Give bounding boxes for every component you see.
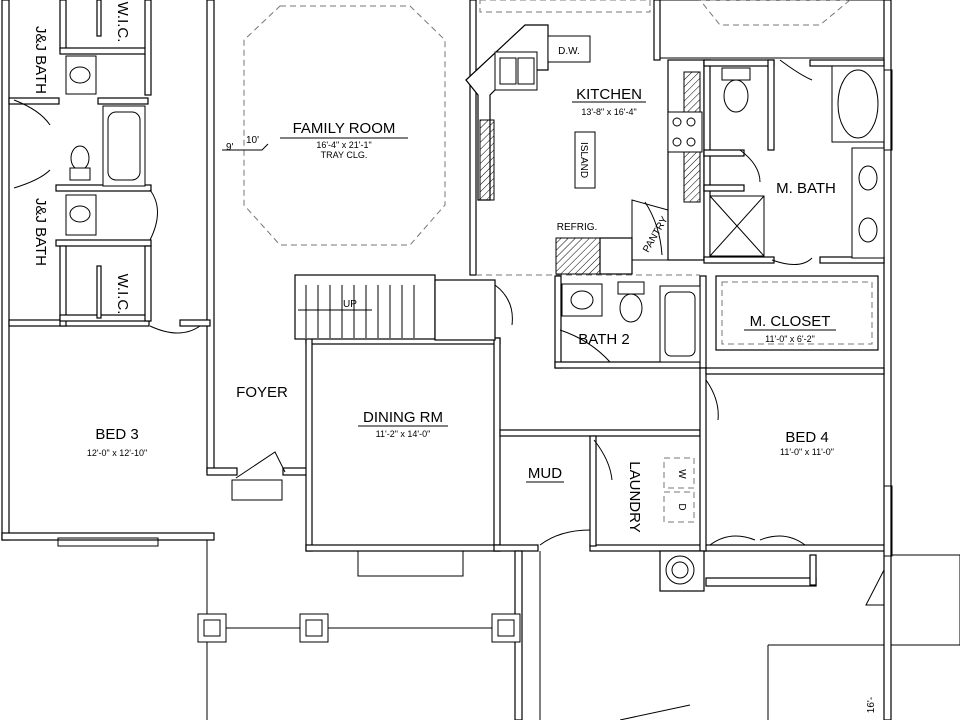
- family-room-dim: 16'-4" x 21'-1": [316, 140, 371, 150]
- dryer-label: D: [676, 503, 687, 510]
- bed-4-dim: 11'-0" x 11'-0": [780, 447, 834, 457]
- mud-laundry-bed4: [499, 69, 893, 592]
- master-suite: [653, 0, 885, 351]
- garage: [619, 554, 960, 720]
- island: [574, 131, 596, 189]
- front-porch: [197, 451, 541, 720]
- wic-bottom-label: W.I.C.: [114, 274, 131, 315]
- foyer-label: FOYER: [236, 384, 288, 401]
- refrigerator-label: REFRIG.: [557, 222, 598, 233]
- dining-room-label: DINING RM: [363, 409, 443, 426]
- laundry-label: LAUNDRY: [626, 461, 643, 532]
- dishwasher: [547, 35, 591, 63]
- ceiling-height-9: 9': [226, 142, 234, 153]
- island-label: ISLAND: [578, 142, 589, 178]
- bed-3-label: BED 3: [95, 426, 138, 443]
- bath-2-area: [554, 275, 707, 369]
- kitchen-label: KITCHEN: [576, 86, 642, 103]
- dining-room-dim: 11'-2" x 14'-0": [376, 429, 431, 439]
- tray-ceiling-outline: [243, 5, 446, 246]
- jj-bath-top-label: J&J BATH: [32, 26, 49, 94]
- family-room-label: FAMILY ROOM: [293, 120, 396, 137]
- dishwasher-label: D.W.: [558, 46, 580, 57]
- master-closet-label: M. CLOSET: [750, 313, 831, 330]
- washer-label: W: [676, 469, 687, 479]
- labels: FAMILY ROOM 16'-4" x 21'-1" TRAY CLG. 9'…: [32, 2, 877, 714]
- kitchen-area: [465, 0, 705, 276]
- garage-dim-label: 16'-: [866, 697, 877, 713]
- stairs: [294, 274, 513, 341]
- bed-3-dim: 12'-0" x 12'-10": [87, 448, 147, 458]
- bath-2-label: BATH 2: [578, 331, 629, 348]
- master-bath-label: M. BATH: [776, 180, 836, 197]
- jj-bath-bottom-label: J&J BATH: [32, 198, 49, 266]
- master-closet-dim: 11'-0" x 6'-2": [765, 334, 815, 344]
- wic-top-label: W.I.C.: [114, 2, 131, 43]
- mud-label: MUD: [528, 465, 562, 482]
- ceiling-height-10: 10': [246, 135, 259, 146]
- family-room-note: TRAY CLG.: [321, 150, 368, 160]
- pantry-label: PANTRY: [641, 215, 671, 255]
- left-wing: [8, 0, 201, 547]
- bed-4-label: BED 4: [785, 429, 828, 446]
- stair-up-label: UP: [343, 299, 357, 310]
- refrigerator: [555, 237, 601, 275]
- kitchen-dim: 13'-8" x 16'-4": [581, 107, 636, 117]
